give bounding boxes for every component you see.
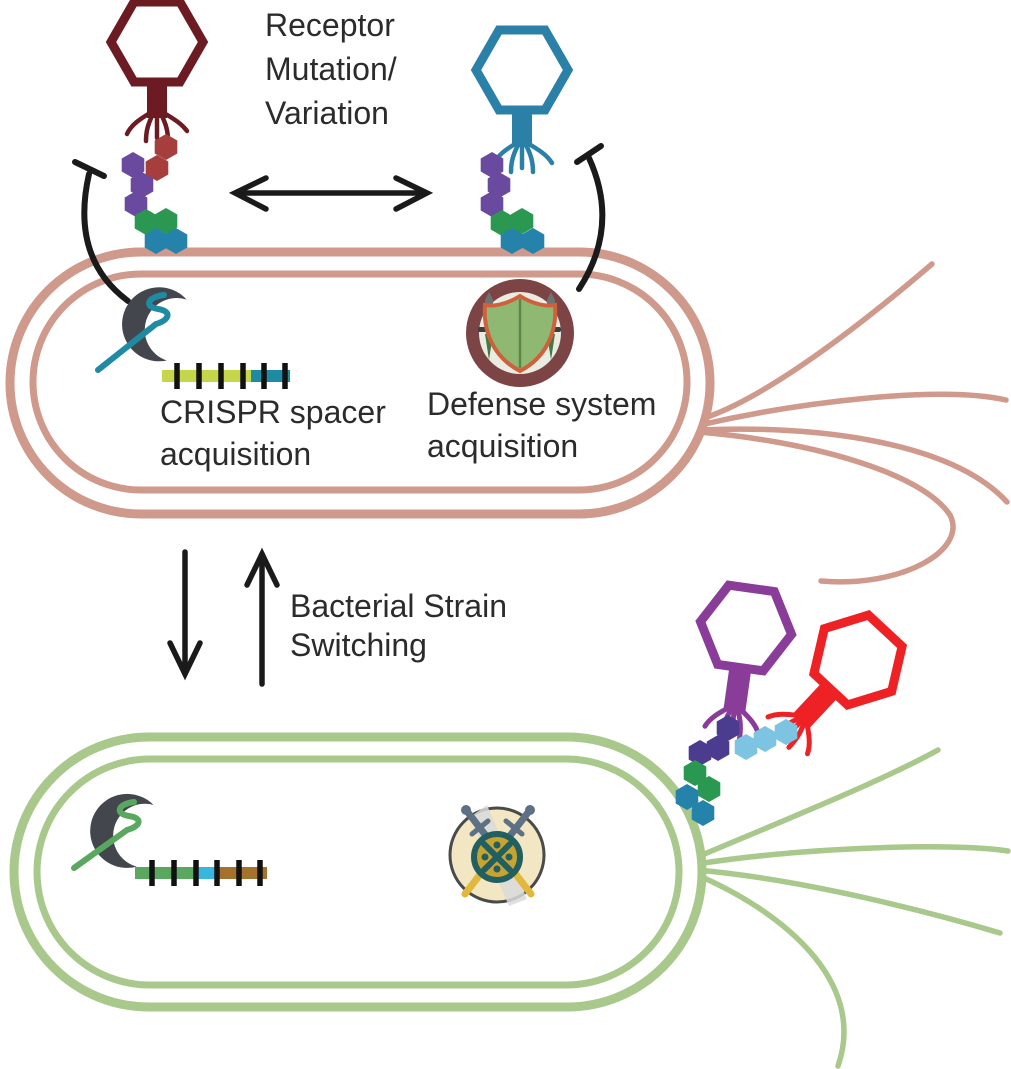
phage-head-icon (111, 2, 203, 82)
buckler-dot (493, 865, 501, 873)
crispr-leader-segment (162, 370, 251, 382)
crispr-array-top (162, 363, 290, 389)
buckler-dot (493, 841, 501, 849)
phage-teal (476, 30, 568, 175)
buckler-cross (481, 841, 513, 873)
inhibition-arrow-left-icon (72, 159, 131, 304)
receptor-mutation-label-line1: Receptor (265, 7, 395, 43)
double-headed-arrow-icon (228, 175, 434, 212)
phage-maroon (111, 2, 203, 144)
flagellum (697, 426, 1010, 505)
flagellum (694, 867, 1003, 936)
phage-tail (723, 666, 752, 713)
receptor-mutation-label-line3: Variation (265, 95, 389, 131)
phage-purple (685, 582, 797, 742)
top-bacterium-inner-membrane (29, 270, 691, 494)
receptor-chain-bottom (675, 715, 798, 826)
crispr-label-line1: CRISPR spacer (160, 394, 386, 430)
flagellum (695, 429, 956, 585)
crRNA-strand (95, 292, 171, 373)
flagellum (692, 747, 941, 861)
defense-shield-icon (466, 279, 574, 387)
up-arrow-icon (244, 547, 280, 687)
sword-pommel (525, 805, 535, 815)
crispr-label-line2: acquisition (160, 436, 311, 472)
bottom-bacterium-flagella (692, 747, 1011, 1069)
sword-crossguard (469, 818, 491, 837)
disabled-defense-icon (448, 805, 546, 906)
switching-label-line1: Bacterial Strain (290, 588, 507, 624)
sword-crossguard (503, 818, 525, 837)
switching-label-line2: Switching (290, 627, 427, 663)
crispr-repeats (174, 363, 288, 389)
crispr-green-segment (135, 867, 198, 879)
phage-tail (512, 108, 532, 147)
bottom-bacterium-outer-membrane (9, 732, 707, 1012)
receptor-mutation-label-line2: Mutation/ (265, 51, 397, 87)
phage-head-icon (695, 582, 797, 674)
crispr-new-spacer-segment (251, 370, 290, 382)
defense-label-line2: acquisition (427, 428, 578, 464)
phage-tail (792, 681, 839, 729)
crRNA-strand (71, 799, 142, 871)
crispr-repeats (149, 860, 263, 886)
defense-label-line1: Defense system (427, 386, 656, 422)
receptor-chain-left (121, 134, 188, 254)
crispr-cyan-segment (198, 867, 216, 879)
flagellum (692, 871, 847, 1069)
bottom-bacterium-inner-membrane (33, 755, 683, 989)
phage-tail (147, 80, 167, 118)
phage-tail-fibers-icon (124, 110, 190, 144)
flagellum (695, 261, 935, 423)
buckler-dot (505, 853, 513, 861)
sword-pommel (461, 805, 471, 815)
buckler-dot (481, 853, 489, 861)
flagellum (697, 391, 1009, 428)
inhibition-arrow-right-icon (574, 143, 606, 292)
down-arrow-icon (167, 549, 203, 681)
top-bacterium-flagella (695, 261, 1010, 585)
crispr-array-bottom (135, 860, 267, 886)
phage-tail-fibers-icon (490, 141, 555, 175)
flagellum (694, 844, 1011, 867)
phage-head-icon (476, 30, 568, 110)
